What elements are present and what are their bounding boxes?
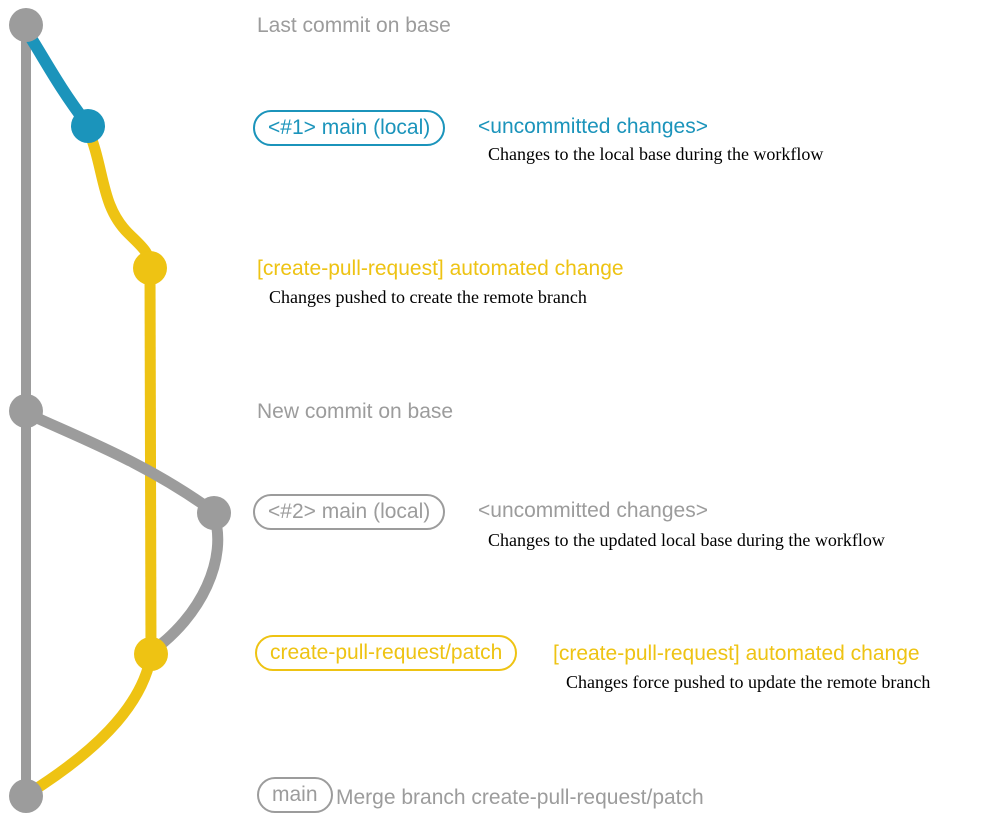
cpr-branch-create (81, 124, 156, 269)
base-update-return (147, 513, 224, 657)
branch-badge-main: main (257, 777, 333, 813)
commit-main-local-2 (197, 496, 231, 530)
base-update-branch (23, 408, 218, 517)
new-commit-on-base-label: New commit on base (257, 400, 454, 423)
last-commit-on-base-label: Last commit on base (257, 14, 451, 37)
cpr-branch-line (144, 267, 157, 655)
commit-merge (9, 779, 43, 813)
merge-branch-label: Merge branch create-pull-request/patch (336, 786, 704, 809)
commit-new-on-base (9, 394, 43, 428)
branch-badge-main-local-1: <#1> main (local) (253, 110, 446, 146)
branch-badge-main-local-1-text: <#1> main (local) (253, 110, 446, 146)
branch-badge-cpr-patch: create-pull-request/patch (255, 635, 518, 671)
commit-cpr-2 (134, 637, 168, 671)
automated-change-1-description: Changes pushed to create the remote bran… (269, 287, 587, 307)
automated-change-2-description: Changes force pushed to update the remot… (566, 672, 931, 692)
uncommitted-changes-1-description: Changes to the local base during the wor… (488, 144, 824, 164)
commit-last-on-base (9, 8, 43, 42)
branch-badge-main-local-2-text: <#2> main (local) (253, 494, 446, 530)
uncommitted-changes-2-label: <uncommitted changes> (478, 499, 708, 522)
commit-cpr-1 (133, 251, 167, 285)
automated-change-2-label: [create-pull-request] automated change (553, 642, 920, 665)
main-local-1-branch (20, 26, 92, 128)
branch-badge-main-text: main (257, 777, 333, 813)
automated-change-1-label: [create-pull-request] automated change (257, 257, 624, 280)
uncommitted-changes-2-description: Changes to the updated local base during… (488, 530, 885, 550)
branch-badge-cpr-patch-text: create-pull-request/patch (255, 635, 518, 671)
commit-main-local-1 (71, 109, 105, 143)
cpr-merge-branch (25, 654, 157, 799)
branch-badge-main-local-2: <#2> main (local) (253, 494, 446, 530)
uncommitted-changes-1-label: <uncommitted changes> (478, 115, 708, 138)
